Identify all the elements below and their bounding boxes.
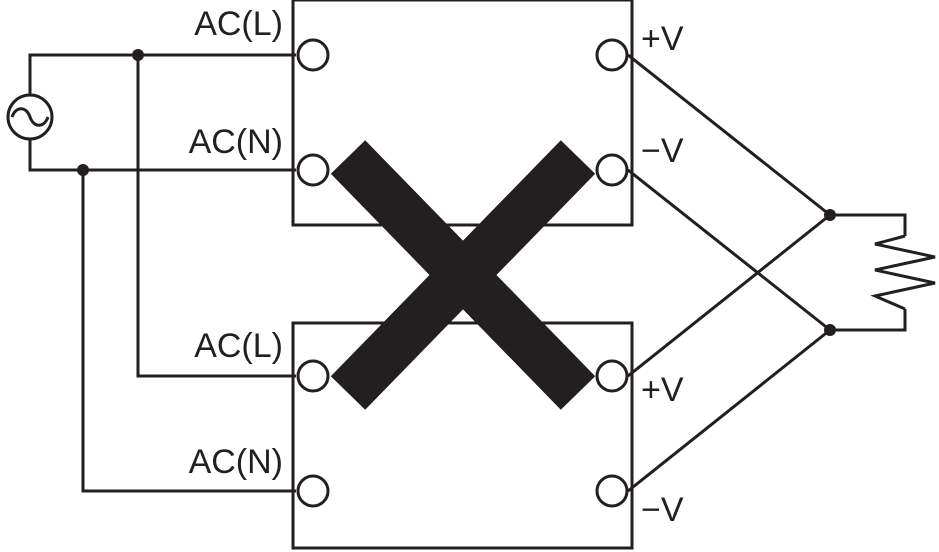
ac-wiring (28, 53, 296, 493)
x-mark-icon (330, 140, 596, 410)
power-supply-unit-top (291, 0, 634, 227)
label-bottom-ac-l: AC(L) (194, 327, 283, 365)
terminal-top-ac-l (296, 38, 330, 72)
label-top-ac-n: AC(N) (189, 123, 283, 161)
label-bottom-pos: +V (641, 371, 684, 409)
dc-output-wiring (627, 53, 907, 493)
junction-dot (824, 324, 836, 336)
label-top-neg: −V (641, 132, 684, 170)
junction-dot (824, 209, 836, 221)
terminal-bottom-neg (595, 474, 629, 508)
label-top-ac-l: AC(L) (194, 5, 283, 43)
ac-source-icon (6, 93, 54, 141)
terminal-top-neg (595, 153, 629, 187)
terminal-bottom-ac-n (296, 474, 330, 508)
junction-dot (77, 164, 89, 176)
terminal-top-ac-n (296, 153, 330, 187)
terminal-top-pos (595, 38, 629, 72)
terminal-bottom-pos (595, 359, 629, 393)
terminal-bottom-ac-l (296, 359, 330, 393)
label-top-pos: +V (641, 20, 684, 58)
junction-dot (132, 49, 144, 61)
label-bottom-neg: −V (641, 491, 684, 529)
resistor-icon (870, 234, 936, 311)
label-bottom-ac-n: AC(N) (189, 443, 283, 481)
power-supply-unit-bottom (291, 321, 634, 550)
